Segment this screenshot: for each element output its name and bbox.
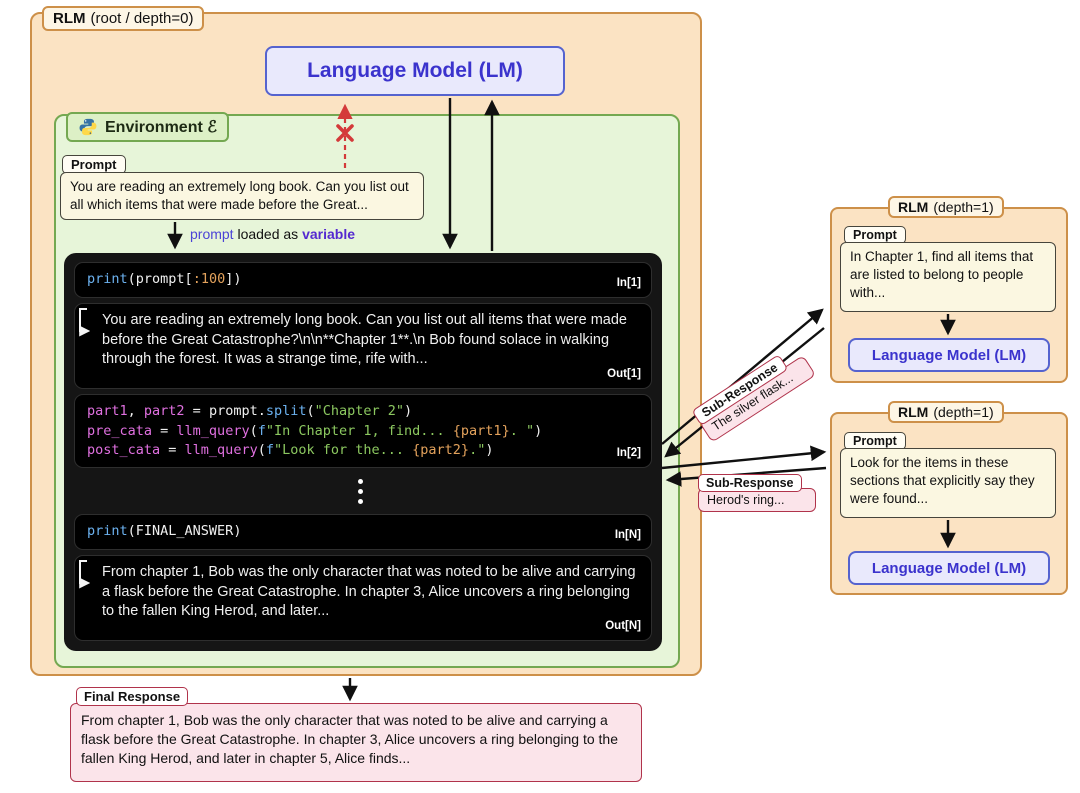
python-icon xyxy=(78,117,98,137)
rlm1-lm-box: Language Model (LM) xyxy=(848,338,1050,372)
cell-label-in1: In[1] xyxy=(616,277,641,290)
sub-response-2-box: Herod's ring... xyxy=(698,488,816,512)
rlm-root-tag-title: RLM xyxy=(53,10,86,27)
cell-label-inN: In[N] xyxy=(614,529,641,542)
environment-label: Environment ℰ xyxy=(105,119,217,136)
final-response-tag: Final Response xyxy=(76,687,189,706)
ellipsis-dots xyxy=(358,479,363,504)
code-cell-in1: print(prompt[:100]) In[1] xyxy=(74,262,652,298)
sub-response-1: Sub-Response The silver flask... xyxy=(691,331,834,443)
prompt-load-note: prompt loaded as variable xyxy=(190,226,355,242)
rlm2-tag-suffix: (depth=1) xyxy=(933,404,994,420)
rlm-root-tag: RLM(root / depth=0) xyxy=(42,6,205,31)
rlm2-tag-title: RLM xyxy=(898,404,929,420)
rlm2-prompt-tag: Prompt xyxy=(844,432,906,450)
load-note-emph: variable xyxy=(302,226,356,242)
code-in1-lines: print(prompt[:100]) xyxy=(87,271,242,287)
cell-label-outN: Out[N] xyxy=(605,620,641,633)
language-model-box: Language Model (LM) xyxy=(265,46,565,96)
code-cell-out1: You are reading an extremely long book. … xyxy=(74,303,652,389)
code-in2-lines: part1, part2 = prompt.split("Chapter 2")… xyxy=(87,403,543,459)
sub-response-2: Sub-Response Herod's ring... xyxy=(698,474,828,512)
sub-response-2-tag: Sub-Response xyxy=(698,474,802,492)
prompt-box: You are reading an extremely long book. … xyxy=(60,172,424,220)
load-note-code: prompt xyxy=(190,226,234,242)
cell-label-in2: In[2] xyxy=(616,447,641,460)
code-cell-outN: From chapter 1, Bob was the only charact… xyxy=(74,555,652,641)
code-inN-lines: print(FINAL_ANSWER) xyxy=(87,523,242,539)
rlm1-tag-title: RLM xyxy=(898,199,929,215)
rlm-root-tag-suffix: (root / depth=0) xyxy=(90,10,194,27)
rlm-depth1-tag-2: RLM(depth=1) xyxy=(888,401,1004,423)
environment-tag: Environment ℰ xyxy=(66,112,229,142)
out1-text: You are reading an extremely long book. … xyxy=(102,312,627,368)
code-cell-inN: print(FINAL_ANSWER) In[N] xyxy=(74,514,652,550)
outN-text: From chapter 1, Bob was the only charact… xyxy=(102,564,636,620)
load-note-middle: loaded as xyxy=(233,226,303,242)
code-cell-in2: part1, part2 = prompt.split("Chapter 2")… xyxy=(74,394,652,468)
rlm1-tag-suffix: (depth=1) xyxy=(933,199,994,215)
rlm2-prompt-box: Look for the items in these sections tha… xyxy=(840,448,1056,518)
rlm1-prompt-box: In Chapter 1, find all items that are li… xyxy=(840,242,1056,312)
rlm-depth1-tag-1: RLM(depth=1) xyxy=(888,196,1004,218)
rlm2-lm-box: Language Model (LM) xyxy=(848,551,1050,585)
code-notebook: print(prompt[:100]) In[1] You are readin… xyxy=(64,253,662,651)
final-response-box: From chapter 1, Bob was the only charact… xyxy=(70,703,642,782)
cell-label-out1: Out[1] xyxy=(607,368,641,381)
